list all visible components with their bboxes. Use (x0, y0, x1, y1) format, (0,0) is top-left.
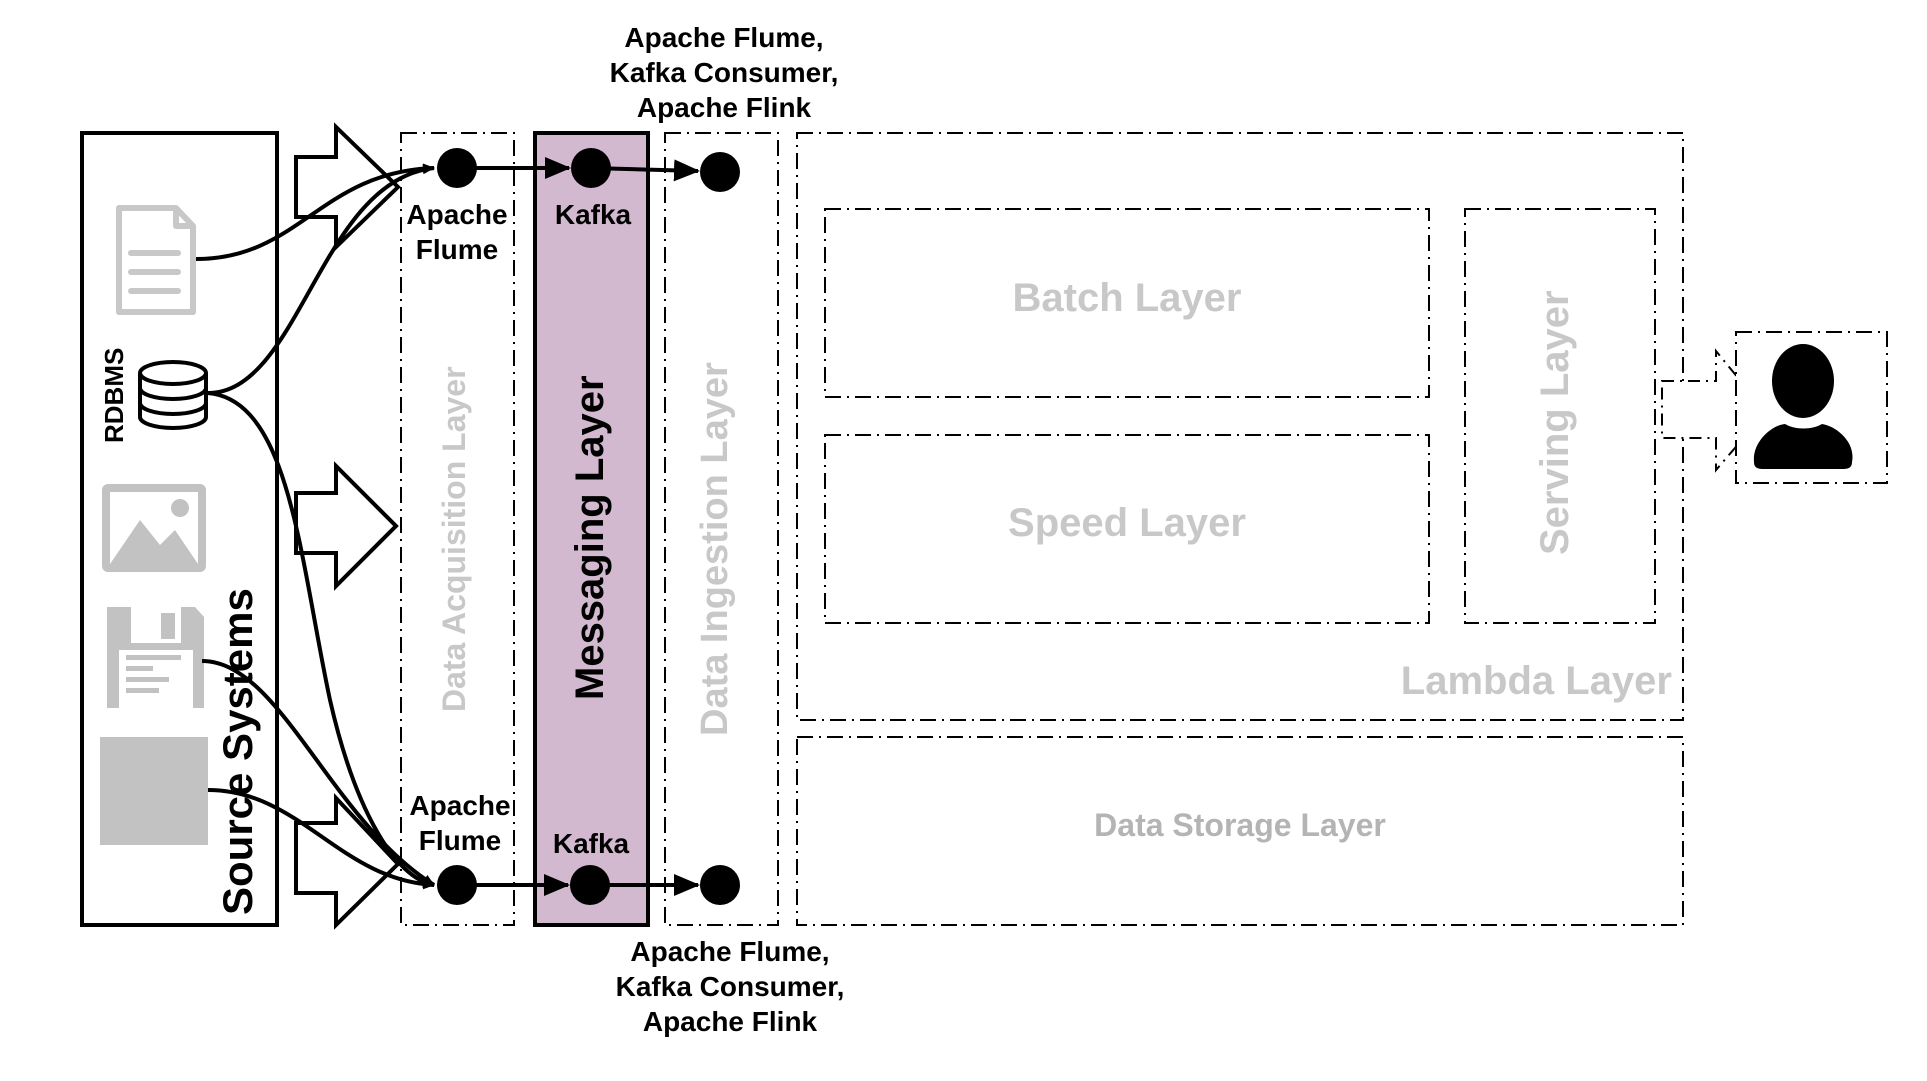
grey-block-icon (100, 737, 208, 845)
messaging-top-label: Kafka (555, 199, 632, 230)
block-arrow-top (294, 122, 401, 252)
acquisition-bottom-label-1: Apache (409, 790, 510, 821)
acquisition-top-label-1: Apache (406, 199, 507, 230)
document-icon (116, 205, 196, 315)
connector-document-to-flume (195, 163, 435, 261)
data-acquisition-layer: Data Acquisition Layer Apache Flume Apac… (400, 132, 515, 926)
ingestion-tool-bottom-2: Kafka Consumer, (616, 971, 845, 1002)
ingestion-tool-top-2: Kafka Consumer, (610, 57, 839, 88)
connector-database-to-flume-bottom (207, 391, 435, 888)
speed-layer: Speed Layer (824, 434, 1430, 624)
connector-floppy-to-flume (201, 659, 436, 887)
lambda-label: Lambda Layer (1401, 659, 1672, 703)
consumer-box (1735, 331, 1888, 484)
batch-layer: Batch Layer (824, 208, 1430, 398)
ingestion-tool-top-1: Apache Flume, (624, 22, 823, 53)
messaging-label: Messaging Layer (568, 375, 612, 700)
connector-database-to-flume-top (207, 164, 435, 395)
data-ingestion-layer: Data Ingestion Layer (664, 132, 779, 926)
database-icon (138, 360, 208, 430)
source-systems-label: Source Systems (214, 588, 261, 915)
data-storage-layer: Data Storage Layer (796, 736, 1684, 926)
acquisition-bottom-label-2: Flume (419, 825, 501, 856)
block-arrow-bottom (294, 792, 401, 930)
floppy-disk-icon (107, 607, 204, 708)
data-ingestion-label: Data Ingestion Layer (694, 362, 736, 736)
block-arrow-middle (294, 461, 399, 591)
pipeline-connectors (457, 157, 700, 896)
connector-kafka-to-ingestion-top (590, 159, 700, 182)
ingestion-tool-bottom-1: Apache Flume, (630, 936, 829, 967)
speed-label: Speed Layer (1008, 501, 1246, 545)
rdbms-label: RDBMS (99, 348, 129, 443)
user-icon (1753, 344, 1853, 469)
serving-layer: Serving Layer (1464, 208, 1656, 624)
ingestion-node-top[interactable] (700, 152, 740, 192)
messaging-bottom-label: Kafka (553, 828, 630, 859)
messaging-layer: Messaging Layer Kafka Kafka (533, 131, 650, 927)
ingestion-tools-top: Apache Flume, Kafka Consumer, Apache Fli… (610, 22, 839, 123)
data-storage-label: Data Storage Layer (1094, 807, 1386, 843)
lambda-layer: Lambda Layer Batch Layer Speed Layer Ser… (796, 132, 1684, 721)
ingestion-tool-bottom-3: Apache Flink (643, 1006, 818, 1037)
image-icon (102, 484, 206, 572)
batch-label: Batch Layer (1013, 276, 1242, 320)
ingestion-tools-bottom: Apache Flume, Kafka Consumer, Apache Fli… (616, 936, 845, 1037)
data-acquisition-label: Data Acquisition Layer (436, 366, 472, 712)
acquisition-top-label-2: Flume (416, 234, 498, 265)
ingestion-tool-top-3: Apache Flink (637, 92, 812, 123)
ingestion-node-bottom[interactable] (700, 865, 740, 905)
connector-block-to-flume (207, 788, 435, 890)
serving-label: Serving Layer (1533, 290, 1577, 555)
source-systems-panel: Source Systems RDBMS (80, 131, 279, 927)
source-connectors (195, 163, 436, 890)
